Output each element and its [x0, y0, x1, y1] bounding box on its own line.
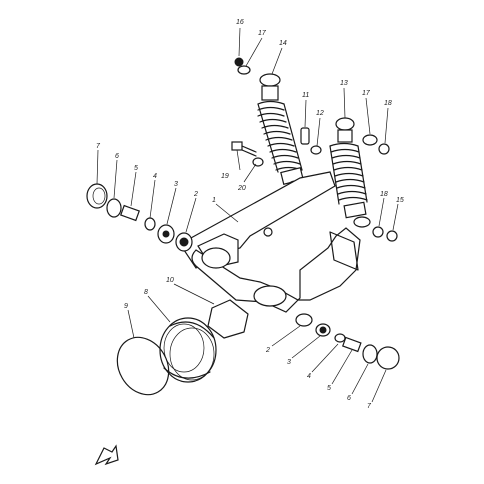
- washer-12: [310, 145, 322, 155]
- seal-6-left: [106, 198, 122, 218]
- o-ring-9: [116, 336, 170, 396]
- callout-18: 18: [384, 100, 392, 107]
- bolt-19: [231, 141, 257, 157]
- callout-9: 9: [124, 303, 128, 310]
- callout-13: 13: [340, 80, 348, 87]
- callout-16: 16: [236, 19, 244, 26]
- bearing-3-left: [157, 224, 175, 244]
- nut-15: [386, 230, 398, 242]
- cap-nut-18-top: [378, 143, 390, 155]
- callout-8: 8: [144, 289, 148, 296]
- bearing-3-bottom: [315, 323, 331, 337]
- callout-20: 20: [237, 185, 246, 192]
- callout-7: 7: [96, 143, 101, 150]
- callout-5: 5: [327, 385, 331, 392]
- callout-1: 1: [212, 197, 216, 204]
- bushing-4-left: [144, 217, 156, 231]
- callout-5: 5: [134, 165, 138, 172]
- washer-2-bottom: [295, 313, 313, 327]
- cap-7-bottom: [376, 346, 400, 370]
- callout-11: 11: [302, 92, 309, 99]
- callout-19: 19: [221, 173, 229, 180]
- callout-labels: 16 17 14 11 12 13 17 18 19 20 18 15 7 6 …: [96, 19, 404, 410]
- callout-15: 15: [396, 197, 404, 204]
- bushing-4-bottom: [334, 333, 346, 343]
- callout-3: 3: [174, 181, 178, 188]
- bolt-11: [300, 127, 310, 145]
- callout-6: 6: [347, 395, 351, 402]
- callout-2: 2: [193, 191, 198, 198]
- cap-nut-16: [234, 57, 244, 67]
- callout-6: 6: [115, 153, 119, 160]
- rear-arm-1: [179, 171, 361, 313]
- callout-3: 3: [287, 359, 291, 366]
- washer-2-left: [175, 232, 193, 252]
- callout-7: 7: [367, 403, 372, 410]
- callout-14: 14: [279, 40, 287, 47]
- washer-17-top: [237, 65, 251, 75]
- washer-20: [252, 157, 264, 167]
- cap-7-left: [86, 183, 108, 209]
- callout-2: 2: [265, 347, 270, 354]
- callout-17: 17: [258, 30, 267, 37]
- leader-lines: [96, 27, 399, 403]
- spacer-5-bottom: [342, 336, 362, 353]
- gasket-10: [207, 299, 249, 339]
- callout-17: 17: [362, 90, 371, 97]
- callout-12: 12: [316, 110, 324, 117]
- callout-4: 4: [153, 173, 157, 180]
- seal-6-bottom: [362, 344, 378, 364]
- callout-4: 4: [307, 373, 311, 380]
- callout-18: 18: [380, 191, 388, 198]
- shock-absorber-left: [257, 73, 305, 192]
- callout-10: 10: [166, 277, 174, 284]
- front-arrow-icon: [94, 444, 119, 466]
- shock-absorber-right: [329, 117, 371, 228]
- spacer-5-left: [120, 204, 140, 222]
- boot-8: [159, 317, 217, 383]
- washer-17-right: [362, 134, 378, 146]
- cap-nut-18-lower: [372, 226, 384, 238]
